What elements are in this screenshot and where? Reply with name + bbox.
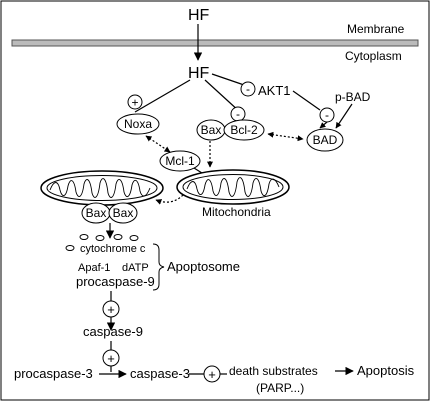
- caspase3-label: caspase-3: [130, 366, 190, 381]
- akt1-label: AKT1: [258, 83, 291, 98]
- bax-left-node: Bax: [81, 202, 111, 224]
- mcl1-node: Mcl-1: [159, 150, 201, 172]
- svg-text:-: -: [325, 108, 329, 122]
- substrates-plus-sign: +: [203, 365, 221, 383]
- hf-to-akt1-line: [211, 73, 248, 87]
- cytochrome-c-particles: [65, 234, 139, 251]
- svg-text:BAD: BAD: [313, 133, 338, 147]
- svg-text:+: +: [107, 302, 115, 317]
- noxa-node: Noxa: [116, 113, 160, 135]
- svg-text:Bax: Bax: [201, 123, 222, 137]
- parp-label: (PARP...): [256, 381, 304, 395]
- membrane: [11, 39, 419, 47]
- svg-text:Mcl-1: Mcl-1: [165, 154, 195, 168]
- death-substrates-label: death substrates: [229, 364, 318, 378]
- caspase3-plus-sign: +: [102, 349, 120, 367]
- svg-text:Bcl-2: Bcl-2: [230, 123, 258, 137]
- svg-text:+: +: [131, 96, 138, 110]
- bad-minus-sign: -: [319, 107, 335, 123]
- apoptosis-label: Apoptosis: [357, 363, 415, 378]
- cytochrome-c-label: cytochrome c: [80, 243, 146, 255]
- svg-text:Bax: Bax: [113, 206, 134, 220]
- p-bad-label: p-BAD: [335, 90, 371, 104]
- bax-top-node: Bax: [196, 119, 226, 141]
- hf-top-label: HF: [188, 7, 210, 24]
- hf-to-bcl2-line: [204, 79, 241, 113]
- bax-right-node: Bax: [108, 202, 138, 224]
- p-bad-arrow: [335, 103, 353, 129]
- akt1-to-bad-line: [292, 90, 321, 111]
- svg-text:+: +: [208, 367, 216, 382]
- mitochondrion-right: [176, 169, 290, 205]
- akt1-minus-sign: -: [240, 81, 256, 97]
- noxa-mcl1-interaction: [145, 135, 171, 153]
- caspase9-plus-sign: +: [102, 300, 120, 318]
- svg-text:Bax: Bax: [86, 206, 107, 220]
- cytoplasm-label: Cytoplasm: [345, 49, 402, 63]
- mitochondrion-left: [40, 170, 164, 206]
- apoptosome-brace: [152, 243, 165, 291]
- membrane-label: Membrane: [347, 22, 405, 36]
- procaspase9-label: procaspase-9: [76, 274, 155, 289]
- apoptosome-label: Apoptosome: [167, 259, 240, 274]
- apaf1-label: Apaf-1: [78, 262, 110, 274]
- caspase9-label: caspase-9: [83, 324, 143, 339]
- noxa-plus-sign: +: [127, 94, 143, 110]
- bad-node: BAD: [306, 128, 344, 152]
- bcl2-minus-sign: -: [230, 106, 246, 122]
- mitochondria-label: Mitochondria: [202, 205, 271, 219]
- bcl2-bad-interaction: [267, 131, 304, 142]
- svg-text:Noxa: Noxa: [124, 117, 152, 131]
- hf-mid-label: HF: [188, 65, 210, 82]
- mitochondria-dotted-arrow: [155, 194, 184, 205]
- bcl2-node: Bcl-2: [223, 119, 265, 141]
- svg-text:-: -: [236, 107, 240, 121]
- datp-label: dATP: [122, 262, 149, 274]
- procaspase3-label: procaspase-3: [14, 366, 93, 381]
- svg-text:-: -: [246, 82, 250, 96]
- bad-minus-arrow: [319, 121, 328, 129]
- svg-text:+: +: [107, 351, 115, 366]
- hf-to-noxa-line: [134, 79, 191, 113]
